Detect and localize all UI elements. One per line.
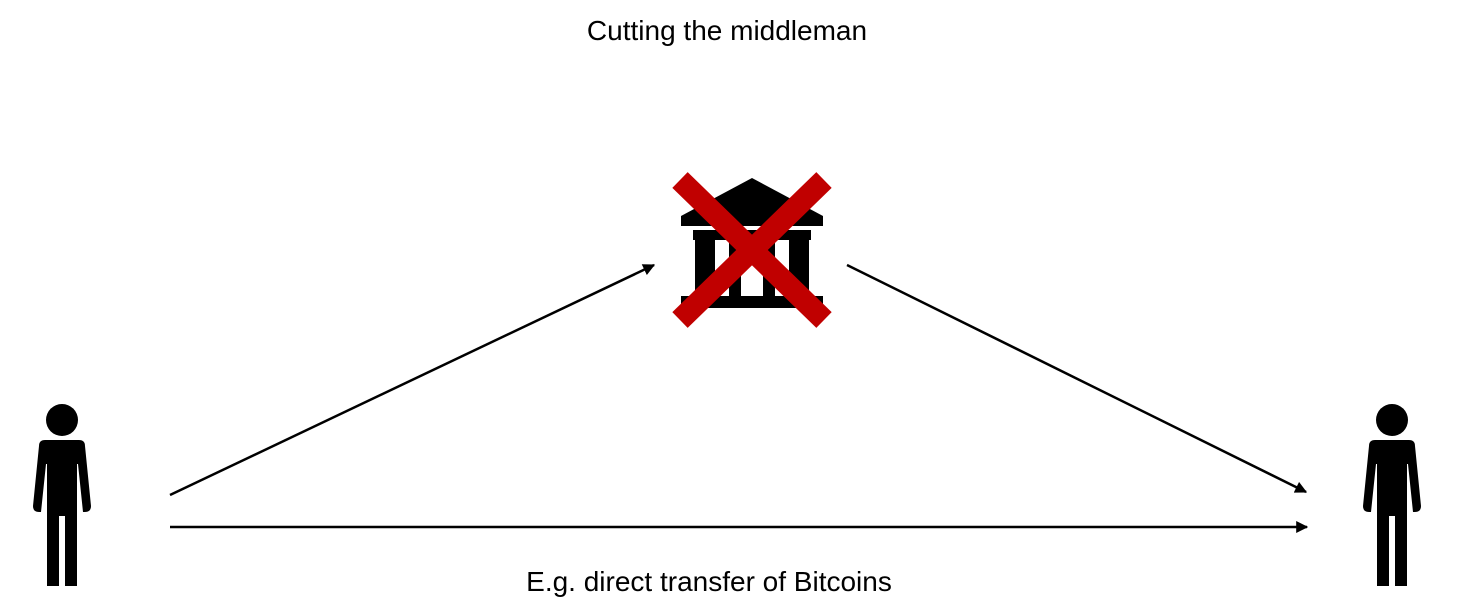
- receiver-person-icon: [1363, 404, 1421, 586]
- arrow-bank-to-receiver: [846, 263, 1308, 494]
- sender-person-icon: [33, 404, 91, 586]
- cross-out-icon: [672, 172, 832, 328]
- arrow-sender-to-bank: [169, 263, 656, 497]
- diagram-caption: E.g. direct transfer of Bitcoins: [526, 566, 892, 597]
- diagram-title: Cutting the middleman: [587, 15, 867, 46]
